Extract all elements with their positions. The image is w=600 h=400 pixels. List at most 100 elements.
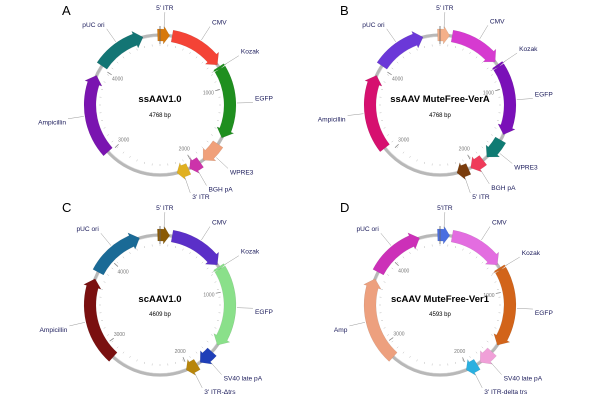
major-tick xyxy=(495,292,501,294)
major-tick xyxy=(113,262,119,267)
minor-tick xyxy=(490,134,493,136)
major-tick xyxy=(109,337,114,342)
minor-tick xyxy=(136,359,138,362)
minor-tick xyxy=(122,151,125,154)
tick-label-2000: 2000 xyxy=(454,349,465,355)
minor-tick xyxy=(496,320,499,322)
minor-tick xyxy=(486,340,489,343)
minor-tick xyxy=(216,88,219,90)
minor-tick xyxy=(122,256,125,259)
feature-arrow-3-itr xyxy=(176,162,192,181)
minor-tick xyxy=(455,361,457,364)
minor-tick xyxy=(182,359,184,362)
feature-arrow-wpre3 xyxy=(485,136,507,158)
minor-tick xyxy=(101,288,104,290)
minor-tick xyxy=(182,159,184,162)
minor-tick xyxy=(387,334,390,336)
minor-tick xyxy=(143,161,145,164)
feature-label-puc-ori: pUC ori xyxy=(362,22,385,29)
minor-tick xyxy=(111,67,114,70)
feature-arrow-5-itr xyxy=(157,25,170,45)
feature-leader-line xyxy=(201,26,211,41)
minor-tick xyxy=(182,48,184,51)
feature-label-5-itr: 5' ITR xyxy=(472,194,490,201)
minor-tick xyxy=(475,56,478,59)
minor-tick xyxy=(129,355,131,358)
minor-tick xyxy=(496,88,499,90)
minor-tick xyxy=(206,67,209,70)
minor-tick xyxy=(136,48,138,51)
feature-leader-line xyxy=(194,373,203,388)
feature-arrow-ampicillin xyxy=(363,75,390,153)
minor-tick xyxy=(383,81,386,83)
minor-tick xyxy=(402,56,405,59)
minor-tick xyxy=(416,248,418,251)
map-name: scAAV MuteFree-Ver1 xyxy=(391,294,490,305)
feature-label-5-itr: 5'ITR xyxy=(437,205,453,212)
minor-tick xyxy=(143,46,145,49)
minor-tick xyxy=(469,52,471,55)
major-tick xyxy=(187,154,191,160)
feature-label-cmv: CMV xyxy=(212,220,227,227)
major-tick xyxy=(394,143,399,148)
major-tick xyxy=(394,262,399,267)
feature-leader-line xyxy=(163,212,166,229)
minor-tick xyxy=(101,120,104,122)
feature-label-puc-ori: pUC ori xyxy=(76,226,99,233)
minor-tick xyxy=(107,274,110,276)
minor-tick xyxy=(455,246,457,249)
feature-leader-line xyxy=(69,322,86,327)
minor-tick xyxy=(383,327,386,329)
minor-tick xyxy=(136,159,138,162)
minor-tick xyxy=(496,120,499,122)
minor-tick xyxy=(383,281,386,283)
minor-tick xyxy=(182,248,184,251)
tick-label-3000: 3000 xyxy=(398,137,409,143)
minor-tick xyxy=(396,61,399,64)
minor-tick xyxy=(210,274,213,276)
tick-label-3000: 3000 xyxy=(118,137,129,143)
minor-tick xyxy=(462,48,464,51)
minor-tick xyxy=(462,359,464,362)
minor-tick xyxy=(494,81,497,83)
feature-arrow-wpre3 xyxy=(202,140,224,162)
feature-arrow-puc-ori xyxy=(376,30,424,70)
feature-leader-line xyxy=(443,212,446,229)
feature-label-kozak: Kozak xyxy=(241,49,260,56)
feature-label-wpre3: WPRE3 xyxy=(514,165,538,172)
feature-label-egfp: EGFP xyxy=(255,309,274,316)
feature-leader-line xyxy=(503,52,518,63)
minor-tick xyxy=(383,127,386,129)
minor-tick xyxy=(111,340,114,343)
tick-label-2000: 2000 xyxy=(175,349,186,355)
tick-label-3000: 3000 xyxy=(393,332,404,338)
minor-tick xyxy=(481,261,484,264)
minor-tick xyxy=(116,261,119,264)
feature-label-ampicillin: Ampicillin xyxy=(318,117,346,124)
minor-tick xyxy=(210,334,213,336)
feature-label-cmv: CMV xyxy=(490,18,505,25)
minor-tick xyxy=(201,146,204,149)
feature-label-puc-ori: pUC ori xyxy=(82,22,105,29)
minor-tick xyxy=(116,346,119,349)
major-tick xyxy=(467,154,471,160)
minor-tick xyxy=(396,261,399,264)
feature-label-sv40-late-pa: SV40 late pA xyxy=(224,376,263,383)
tick-label-1000: 1000 xyxy=(483,90,494,96)
feature-leader-line xyxy=(198,171,207,186)
feature-arrow-cmv xyxy=(170,229,219,266)
minor-tick xyxy=(423,161,425,164)
major-tick xyxy=(182,356,186,362)
feature-label-egfp: EGFP xyxy=(535,310,554,317)
minor-tick xyxy=(402,256,405,259)
minor-tick xyxy=(481,346,484,349)
minor-tick xyxy=(391,140,394,143)
minor-tick xyxy=(214,81,217,83)
minor-tick xyxy=(387,74,390,76)
feature-label-egfp: EGFP xyxy=(535,92,554,99)
minor-tick xyxy=(175,361,177,364)
minor-tick xyxy=(111,267,114,270)
minor-tick xyxy=(107,334,110,336)
minor-tick xyxy=(189,355,191,358)
